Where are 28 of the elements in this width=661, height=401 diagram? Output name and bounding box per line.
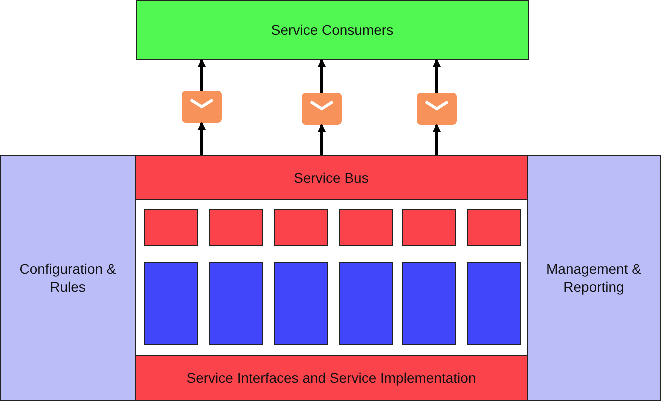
box-label: Service Bus	[294, 168, 369, 186]
module-box	[144, 262, 198, 345]
box-label: Configuration & Rules	[18, 260, 118, 296]
module-box	[209, 262, 263, 345]
side-panel	[527, 155, 661, 401]
component-box	[274, 209, 328, 246]
service-interfaces-bar	[135, 355, 528, 401]
service-bus-bar	[135, 155, 528, 200]
box-label: Management & Reporting	[546, 260, 642, 296]
component-box	[144, 209, 198, 246]
module-box	[467, 262, 521, 345]
module-box	[402, 262, 456, 345]
module-box	[274, 262, 328, 345]
service-consumers-box	[136, 0, 529, 60]
component-box	[402, 209, 456, 246]
arrow	[433, 124, 441, 155]
side-panel	[0, 155, 136, 401]
module-box	[339, 262, 393, 345]
component-box	[209, 209, 263, 246]
arrow	[433, 59, 441, 93]
box-label: Service Consumers	[271, 21, 394, 39]
arrow	[198, 59, 206, 91]
component-box	[467, 209, 521, 246]
arrow	[198, 122, 206, 155]
box-label: Service Interfaces and Service Implementation	[186, 369, 476, 387]
arrow	[318, 59, 326, 93]
arrow	[318, 124, 326, 155]
component-box	[339, 209, 393, 246]
